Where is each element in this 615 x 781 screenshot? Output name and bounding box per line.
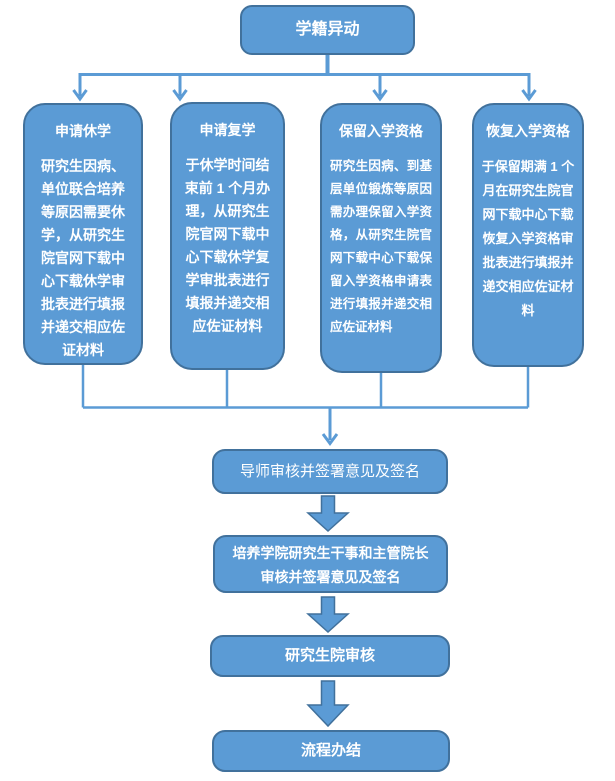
step-box-process-complete: 流程办结 xyxy=(212,730,450,772)
block-arrow-down-icon xyxy=(306,495,350,533)
option-box-restore-admission: 恢复入学资格 于保留期满 1 个月在研究生院官网下载中心下载恢复入学资格审批表进… xyxy=(472,103,584,367)
option-title: 申请复学 xyxy=(199,122,256,138)
arrowhead-down-icon xyxy=(172,89,188,102)
option-title: 保留入学资格 xyxy=(339,123,423,139)
option-box-apply-resume: 申请复学 于休学时间结束前 1 个月办理，从研究生院官网下载中心下载休学复学审批… xyxy=(170,102,285,370)
root-box-title: 学籍异动 xyxy=(240,5,415,55)
option-title: 恢复入学资格 xyxy=(486,123,570,139)
block-arrow-down-icon xyxy=(306,680,350,728)
option-description: 研究生因病、单位联合培养等原因需要休学，从研究生院官网下载中心下载休学审批表进行… xyxy=(41,158,125,358)
top-connector-tree xyxy=(72,55,537,102)
step-box-supervisor-review: 导师审核并签署意见及签名 xyxy=(212,449,448,494)
step-label: 流程办结 xyxy=(300,742,361,759)
arrowhead-down-icon xyxy=(321,433,339,447)
option-description: 于保留期满 1 个月在研究生院官网下载中心下载恢复入学资格审批表进行填报并递交相… xyxy=(481,159,575,318)
step-box-graduate-school-review: 研究生院审核 xyxy=(210,635,450,677)
merge-connector-tree xyxy=(81,365,530,447)
option-description: 研究生因病、到基层单位锻炼等原因需办理保留入学资格，从研究生院官网下载中心下载保… xyxy=(330,159,432,334)
option-description: 于休学时间结束前 1 个月办理，从研究生院官网下载中心下载休学复学审批表进行填报… xyxy=(184,157,271,334)
step-label: 导师审核并签署意见及签名 xyxy=(239,463,420,480)
step-label: 培养学院研究生干事和主管院长审核并签署意见及签名 xyxy=(232,545,429,585)
option-title: 申请休学 xyxy=(55,123,111,139)
block-arrows xyxy=(306,495,350,728)
option-box-apply-leave: 申请休学 研究生因病、单位联合培养等原因需要休学，从研究生院官网下载中心下载休学… xyxy=(23,103,143,365)
block-arrow-down-icon xyxy=(306,596,350,634)
step-box-college-review: 培养学院研究生干事和主管院长审核并签署意见及签名 xyxy=(213,535,448,593)
arrowhead-down-icon xyxy=(72,89,88,102)
arrowhead-down-icon xyxy=(521,89,537,102)
step-label: 研究生院审核 xyxy=(284,647,375,664)
arrowhead-down-icon xyxy=(372,89,388,102)
option-box-retain-admission: 保留入学资格 研究生因病、到基层单位锻炼等原因需办理保留入学资格，从研究生院官网… xyxy=(320,103,442,373)
root-title-label: 学籍异动 xyxy=(295,21,360,38)
